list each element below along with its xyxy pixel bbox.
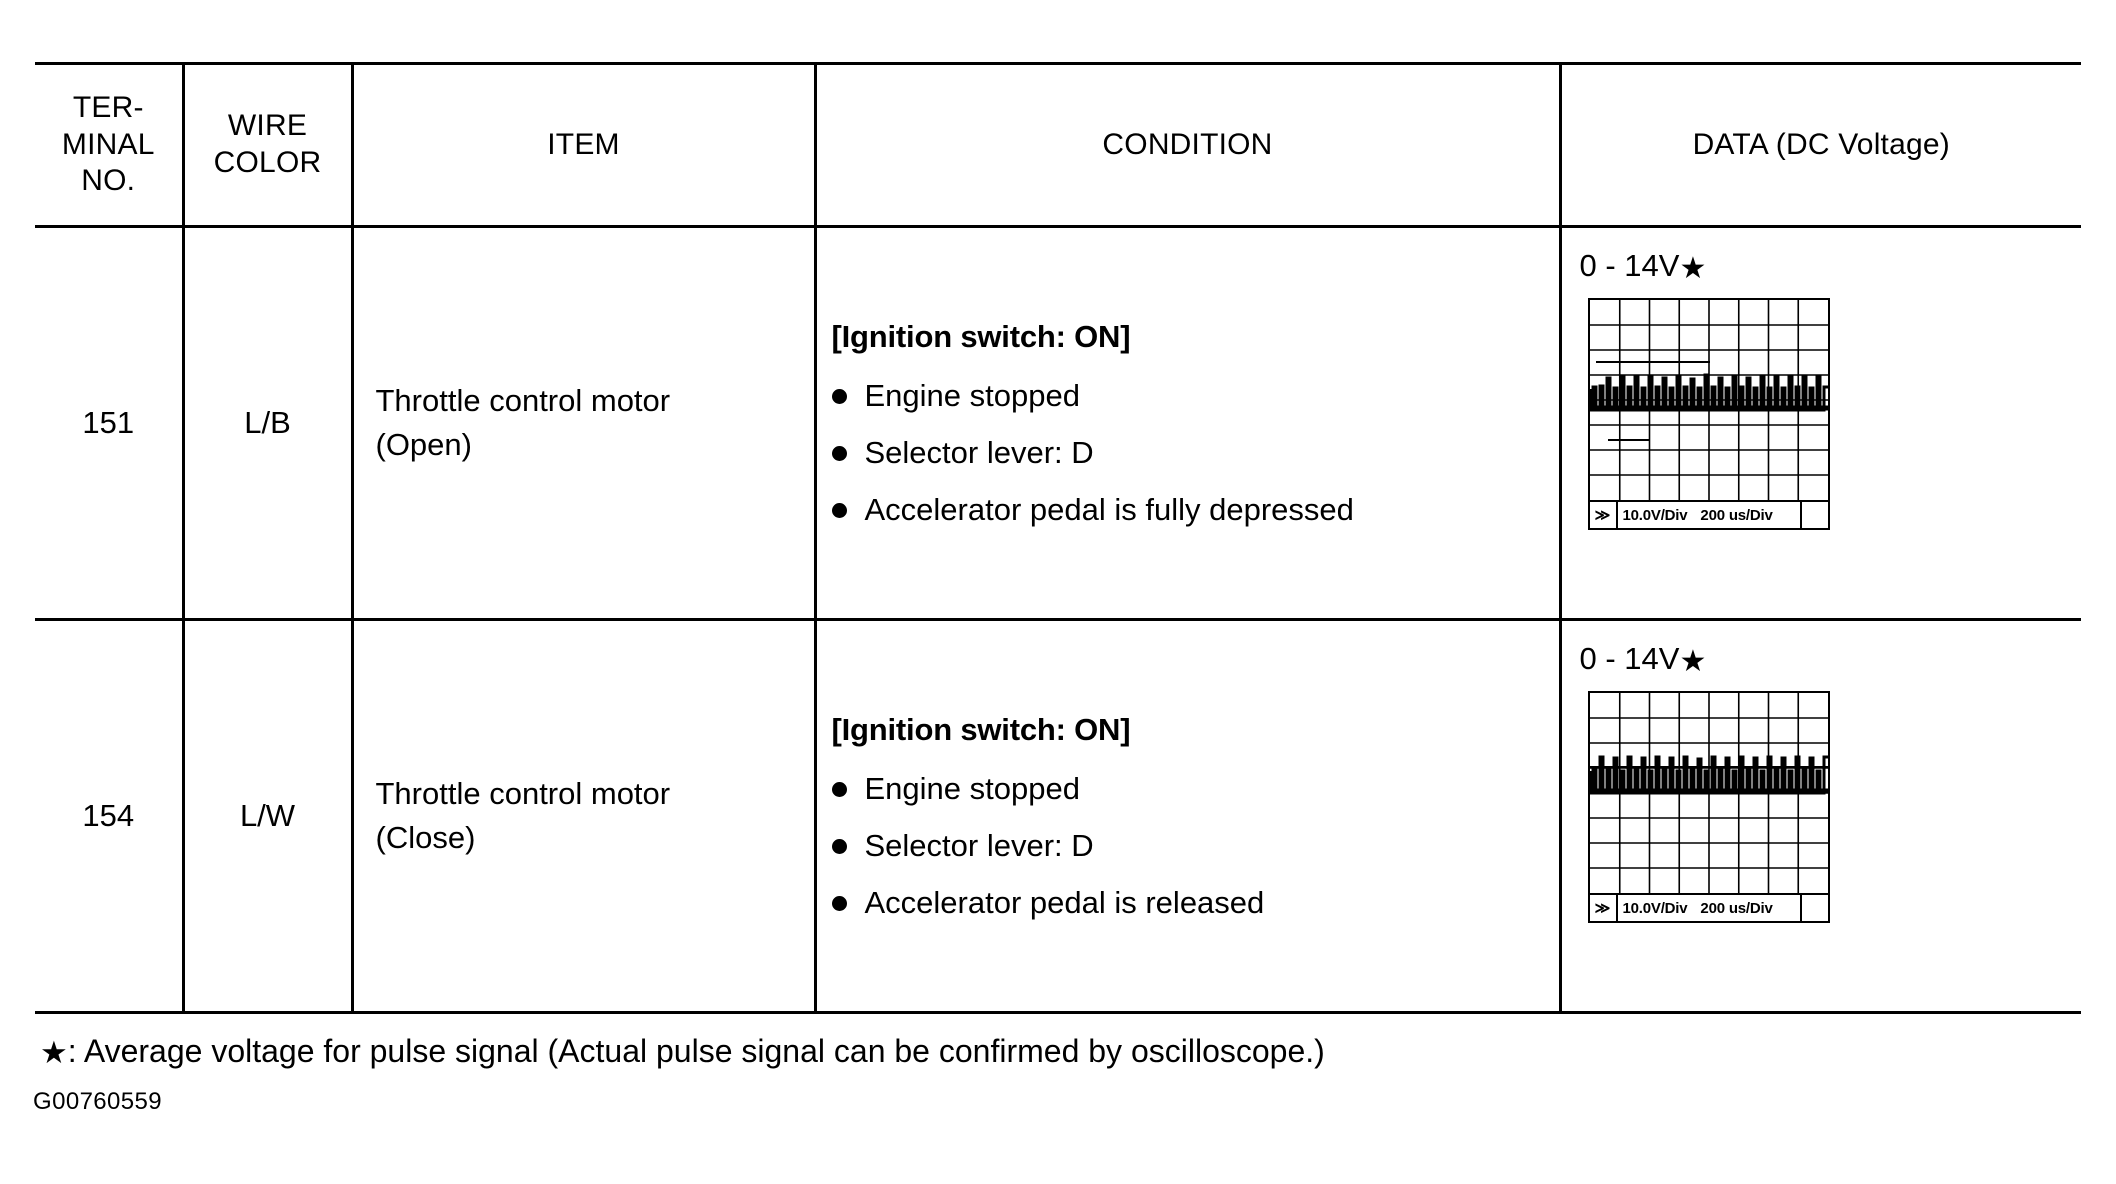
terminal-spec-table: TER- MINAL NO. WIRE COLOR ITEM CONDITION…	[35, 62, 2081, 1014]
condition-bullet-item: Accelerator pedal is fully depressed	[831, 492, 1559, 528]
scope-time-per-div: 200 us/Div	[1700, 899, 1773, 917]
bullet-dot-icon	[831, 446, 847, 461]
table-body: 151 L/B Throttle control motor (Open) [I…	[35, 226, 2082, 1014]
document-id: G00760559	[33, 1088, 163, 1115]
header-row: TER- MINAL NO. WIRE COLOR ITEM CONDITION…	[35, 62, 2081, 228]
column-header-data: DATA (DC Voltage)	[1560, 62, 2081, 228]
cell-condition: [Ignition switch: ON] Engine stopped Sel…	[815, 226, 1562, 621]
condition-bullet-item: Selector lever: D	[831, 434, 1559, 470]
data-voltage-label: 0 - 14V★	[1580, 250, 2082, 284]
voltage-value: 0 - 14V	[1579, 641, 1680, 676]
header-wire-line2: COLOR	[213, 146, 322, 179]
item-line2: (Close)	[375, 820, 476, 855]
cell-item: Throttle control motor (Open)	[352, 226, 817, 621]
bullet-dot-icon	[831, 781, 847, 797]
cell-data: 0 - 14V★	[1560, 619, 2082, 1014]
condition-bullet-item: Engine stopped	[831, 770, 1559, 806]
scope-time-per-div: 200 us/Div	[1700, 506, 1773, 524]
column-header-condition: CONDITION	[815, 62, 1562, 228]
header-terminal-line2: MINAL	[61, 127, 155, 161]
cell-item: Throttle control motor (Close)	[352, 619, 817, 1014]
oscilloscope-display	[1587, 691, 1830, 895]
condition-bullet-text: Engine stopped	[864, 770, 1080, 806]
spec-table-container: TER- MINAL NO. WIRE COLOR ITEM CONDITION…	[35, 62, 2081, 1014]
cell-terminal-no: 151	[35, 226, 185, 621]
item-line1: Throttle control motor	[375, 775, 671, 811]
oscilloscope-waveform	[1589, 361, 1828, 441]
scope-volts-per-div: 10.0V/Div	[1622, 506, 1688, 524]
table-row: 154 L/W Throttle control motor (Close) […	[35, 619, 2082, 1014]
footnote: ★: Average voltage for pulse signal (Act…	[40, 1035, 1325, 1068]
cell-wire-color: L/W	[183, 619, 354, 1014]
voltage-value: 0 - 14V	[1579, 248, 1680, 283]
condition-bullet-text: Selector lever: D	[864, 827, 1094, 863]
condition-bullet-text: Accelerator pedal is released	[864, 885, 1265, 921]
condition-bullet-text: Accelerator pedal is fully depressed	[864, 492, 1354, 528]
bullet-dot-icon	[831, 503, 847, 519]
condition-bullet-item: Selector lever: D	[831, 827, 1559, 863]
table-row: 151 L/B Throttle control motor (Open) [I…	[35, 226, 2082, 621]
scope-arrow-icon: ≫	[1590, 895, 1618, 921]
column-header-terminal-no: TER- MINAL NO.	[35, 62, 185, 228]
bullet-dot-icon	[831, 896, 847, 912]
oscilloscope-display	[1587, 298, 1830, 502]
condition-bullet-text: Selector lever: D	[864, 434, 1094, 470]
data-voltage-label: 0 - 14V★	[1580, 643, 2082, 677]
table-header: TER- MINAL NO. WIRE COLOR ITEM CONDITION…	[35, 62, 2081, 228]
star-footnote-icon: ★	[1679, 645, 1707, 678]
header-terminal-line3: NO.	[81, 164, 136, 198]
oscilloscope-settings-bar: ≫ 10.0V/Div 200 us/Div	[1587, 895, 1830, 923]
condition-bullet-list: Engine stopped Selector lever: D Acceler…	[831, 377, 1559, 528]
scope-volts-per-div: 10.0V/Div	[1622, 899, 1688, 917]
footnote-text: : Average voltage for pulse signal (Actu…	[67, 1033, 1325, 1069]
oscilloscope-settings-bar: ≫ 10.0V/Div 200 us/Div	[1587, 502, 1830, 530]
cell-data: 0 - 14V★	[1560, 226, 2082, 621]
cell-wire-color: L/B	[183, 226, 354, 621]
cell-condition: [Ignition switch: ON] Engine stopped Sel…	[815, 619, 1562, 1014]
condition-bullet-list: Engine stopped Selector lever: D Acceler…	[831, 770, 1559, 921]
condition-bullet-item: Engine stopped	[831, 377, 1559, 413]
header-terminal-line1: TER-	[72, 91, 144, 125]
column-header-wire-color: WIRE COLOR	[183, 62, 354, 228]
star-legend-icon: ★	[40, 1035, 68, 1070]
oscilloscope-waveform	[1589, 755, 1828, 795]
scope-end-box	[1799, 895, 1828, 921]
condition-bullet-text: Engine stopped	[864, 377, 1080, 413]
item-line1: Throttle control motor	[375, 382, 671, 418]
bullet-dot-icon	[831, 839, 847, 854]
scope-end-box	[1799, 502, 1828, 528]
star-footnote-icon: ★	[1679, 252, 1707, 285]
bullet-dot-icon	[831, 388, 847, 404]
scope-arrow-icon: ≫	[1590, 502, 1618, 528]
condition-title: [Ignition switch: ON]	[831, 318, 1131, 354]
column-header-item: ITEM	[352, 62, 817, 228]
condition-bullet-item: Accelerator pedal is released	[831, 885, 1559, 921]
cell-terminal-no: 154	[35, 619, 185, 1014]
condition-title: [Ignition switch: ON]	[831, 711, 1131, 747]
item-line2: (Open)	[375, 427, 472, 462]
header-wire-line1: WIRE	[227, 109, 308, 143]
